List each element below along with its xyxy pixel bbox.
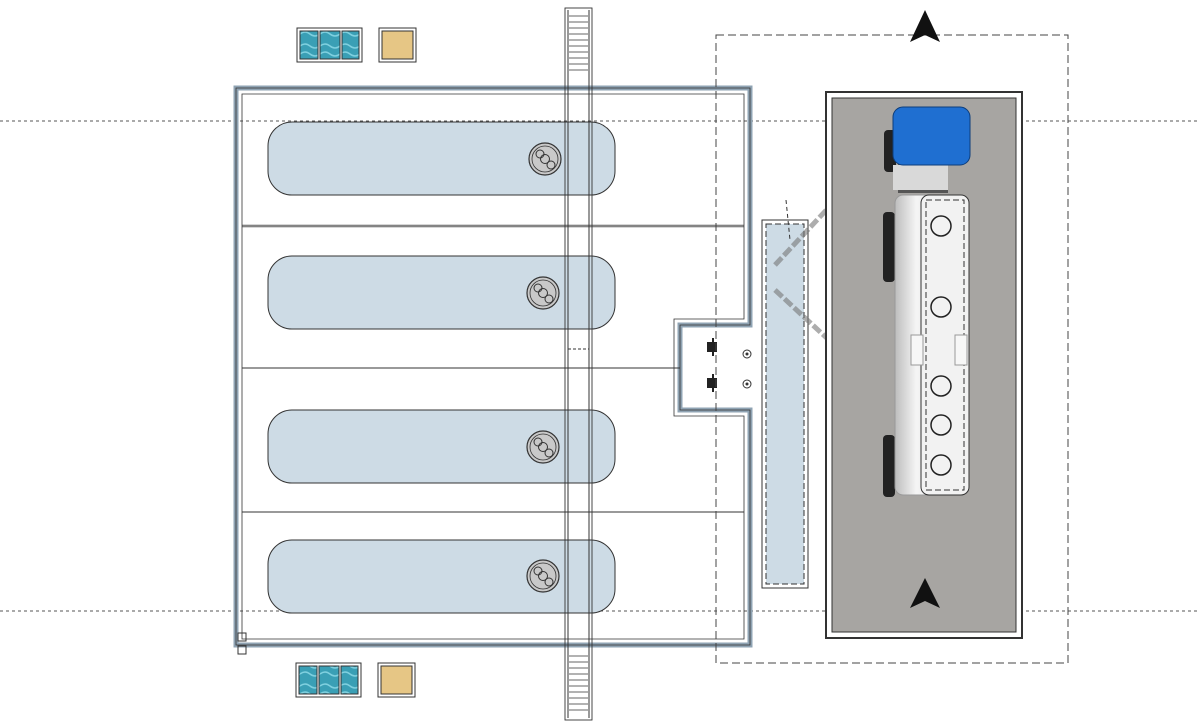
manhole-icon	[528, 142, 562, 176]
building-outline	[233, 85, 753, 648]
tank-1	[267, 121, 616, 196]
tank-2	[267, 255, 616, 330]
valve-icon	[707, 338, 752, 392]
material-legend-bottom	[295, 662, 416, 698]
water-material-icon	[341, 30, 360, 60]
sand-material-icon	[380, 665, 413, 695]
corner-marker	[237, 632, 247, 655]
pipe-trench	[761, 219, 809, 589]
manhole-icon	[526, 276, 560, 310]
north-arrow-icon	[910, 10, 940, 42]
tank-3	[267, 409, 616, 484]
manhole-icon	[526, 559, 560, 593]
material-legend-top	[296, 27, 417, 63]
manhole-icon	[526, 430, 560, 464]
water-material-icon	[319, 30, 341, 60]
tank-4	[267, 539, 616, 614]
water-material-icon	[298, 665, 318, 695]
water-material-icon	[299, 30, 319, 60]
tanker-truck-icon	[883, 106, 971, 497]
water-material-icon	[318, 665, 340, 695]
storage-tanks	[267, 121, 616, 614]
north-arrow-icon	[910, 578, 940, 608]
ladder-strip	[564, 7, 593, 721]
loading-zone-boundary	[715, 34, 1069, 664]
water-material-icon	[340, 665, 359, 695]
sand-material-icon	[381, 30, 414, 60]
